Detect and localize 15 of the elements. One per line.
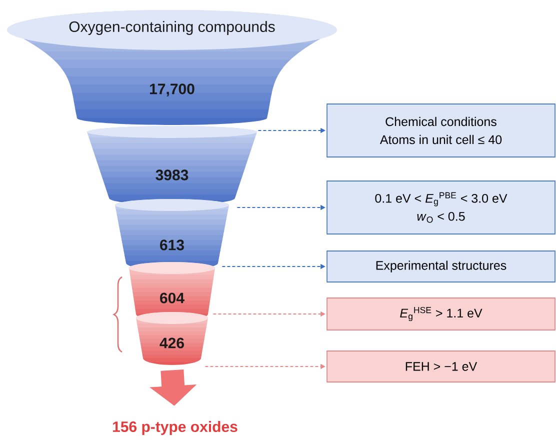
criterion-box: FEH > −1 eV	[326, 350, 556, 382]
criterion-box: E$_{g}$$^{HSE}$ > 1.1 eV	[326, 298, 556, 330]
node-label: 3983	[156, 170, 188, 180]
funnel-stage: 426	[136, 312, 208, 365]
criterion-box: 0.1 eV < E$_{g}$$^{PBE}$ < 3.0 eV w$_{O}$ < 0.5	[326, 180, 556, 234]
node-label: 613	[160, 240, 184, 250]
funnel-stage: 3983	[87, 126, 257, 205]
result-text: 156 p-type oxides	[113, 421, 238, 435]
criterion-box: Experimental structures	[326, 250, 556, 282]
funnel-stage: 613	[115, 199, 229, 270]
node-label: 17,700	[150, 84, 194, 96]
node-label: 426	[160, 338, 184, 348]
funnel-stage: Oxygen-containing compounds 17,700	[7, 10, 337, 125]
node-label: 604	[160, 292, 184, 304]
criterion-box: Chemical conditions Atoms in unit cell ≤ 40	[326, 104, 556, 158]
